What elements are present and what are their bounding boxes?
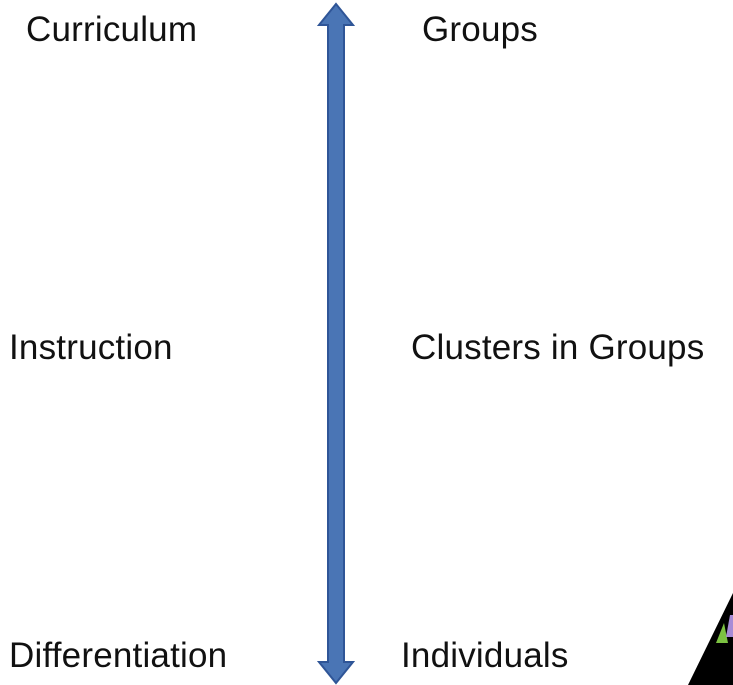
label-differentiation: Differentiation bbox=[9, 636, 228, 675]
label-individuals: Individuals bbox=[401, 636, 569, 675]
triangle-icon bbox=[688, 593, 733, 685]
label-instruction: Instruction bbox=[9, 328, 173, 367]
label-clusters-in-groups: Clusters in Groups bbox=[411, 328, 705, 367]
label-curriculum: Curriculum bbox=[26, 10, 198, 49]
label-groups: Groups bbox=[422, 10, 538, 49]
